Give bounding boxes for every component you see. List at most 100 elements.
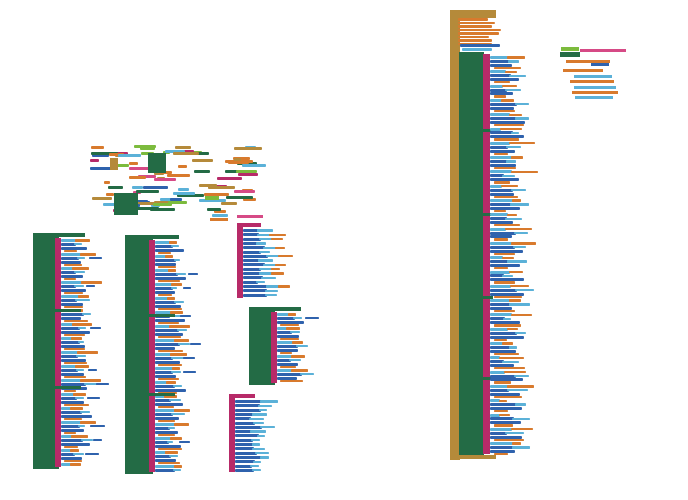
component-getter-block[interactable]	[78, 341, 84, 344]
call-block[interactable]	[243, 284, 268, 288]
setter-block[interactable]	[155, 290, 175, 294]
component-block[interactable]	[155, 283, 172, 286]
component-getter-block[interactable]	[257, 434, 265, 438]
component-getter-block[interactable]	[252, 413, 267, 416]
text-block[interactable]	[458, 18, 489, 21]
component-getter-block[interactable]	[171, 413, 185, 416]
text-block[interactable]	[165, 255, 173, 258]
call-block[interactable]	[490, 288, 517, 292]
value-block[interactable]	[179, 441, 190, 444]
component-block[interactable]	[490, 299, 510, 303]
text-block[interactable]	[494, 295, 522, 298]
setter-block[interactable]	[155, 318, 185, 322]
setter-block[interactable]	[490, 221, 513, 225]
component-getter-block[interactable]	[76, 355, 86, 358]
call-block[interactable]	[235, 417, 251, 421]
text-block[interactable]	[271, 268, 280, 271]
setter-block[interactable]	[490, 235, 512, 239]
text-block[interactable]	[507, 56, 525, 59]
call-block[interactable]	[155, 286, 173, 290]
component-block[interactable]	[490, 156, 512, 160]
value-block[interactable]	[90, 327, 101, 330]
global-variable-footer[interactable]	[450, 455, 496, 459]
component-block[interactable]	[61, 323, 73, 326]
component-getter-block[interactable]	[505, 432, 524, 435]
text-block[interactable]	[494, 124, 524, 127]
text-block[interactable]	[280, 351, 292, 354]
text-block[interactable]	[494, 410, 508, 413]
overlapping-block[interactable]	[204, 193, 229, 197]
text-block[interactable]	[494, 438, 524, 441]
component-getter-block[interactable]	[502, 174, 515, 177]
component-getter-block[interactable]	[296, 345, 308, 348]
setter-block[interactable]	[61, 344, 85, 348]
call-block[interactable]	[490, 303, 511, 306]
component-getter-block[interactable]	[73, 453, 84, 456]
text-block[interactable]	[509, 142, 535, 145]
overlapping-block[interactable]	[154, 201, 178, 205]
text-block[interactable]	[494, 324, 521, 327]
call-block[interactable]	[61, 424, 80, 428]
setter-block[interactable]	[490, 321, 520, 325]
text-block[interactable]	[458, 25, 493, 28]
component-block[interactable]	[277, 327, 287, 330]
text-block[interactable]	[502, 342, 513, 345]
value-block[interactable]	[180, 315, 191, 318]
component-getter-block[interactable]	[81, 439, 93, 442]
text-block[interactable]	[72, 267, 89, 270]
component-getter-block[interactable]	[252, 443, 260, 446]
text-block[interactable]	[210, 218, 228, 221]
text-block[interactable]	[271, 272, 284, 275]
component-block[interactable]	[155, 465, 175, 468]
text-block[interactable]	[158, 293, 172, 296]
setter-block[interactable]	[490, 349, 516, 353]
component-block[interactable]	[155, 353, 171, 356]
text-block[interactable]	[458, 21, 495, 25]
text-block[interactable]	[158, 419, 175, 422]
setter-block[interactable]	[277, 334, 299, 338]
text-block[interactable]	[275, 246, 285, 249]
setter-block[interactable]	[277, 362, 298, 366]
call-block[interactable]	[235, 421, 255, 425]
component-getter-block[interactable]	[84, 383, 98, 386]
component-block[interactable]	[155, 297, 168, 300]
overlapping-block[interactable]	[197, 151, 210, 155]
overlapping-block[interactable]	[117, 153, 141, 157]
nested-event-header[interactable]	[459, 377, 493, 380]
overlapping-block[interactable]	[213, 210, 227, 214]
value-block[interactable]	[85, 453, 99, 456]
component-block[interactable]	[277, 355, 292, 358]
setter-block[interactable]	[155, 458, 176, 462]
component-getter-block[interactable]	[260, 400, 278, 403]
component-getter-block[interactable]	[178, 343, 190, 346]
value-block[interactable]	[183, 287, 191, 290]
component-getter-block[interactable]	[167, 441, 173, 444]
text-block[interactable]	[502, 256, 514, 259]
text-block[interactable]	[158, 321, 179, 324]
text-block[interactable]	[511, 428, 533, 431]
overlapping-block[interactable]	[173, 151, 200, 155]
component-getter-block[interactable]	[258, 404, 272, 407]
component-block[interactable]	[155, 367, 173, 370]
text-block[interactable]	[458, 32, 499, 35]
call-block[interactable]	[155, 300, 176, 304]
text-block[interactable]	[80, 421, 96, 424]
text-block[interactable]	[501, 99, 514, 102]
call-block[interactable]	[235, 430, 252, 434]
overlapping-block[interactable]	[225, 195, 254, 199]
text-block[interactable]	[64, 347, 85, 350]
setter-block[interactable]	[61, 428, 84, 432]
call-block[interactable]	[243, 280, 258, 284]
value-block[interactable]	[93, 439, 102, 442]
text-block[interactable]	[174, 339, 189, 342]
overlapping-block[interactable]	[173, 192, 196, 196]
overlapping-block[interactable]	[149, 208, 175, 212]
event-block[interactable]	[459, 52, 484, 455]
text-block[interactable]	[505, 227, 532, 231]
overlapping-block[interactable]	[199, 184, 218, 188]
component-block[interactable]	[61, 463, 71, 466]
overlapping-block[interactable]	[106, 193, 114, 197]
component-getter-block[interactable]	[505, 88, 521, 92]
procedure-header[interactable]	[237, 223, 261, 227]
value-block[interactable]	[305, 317, 319, 320]
